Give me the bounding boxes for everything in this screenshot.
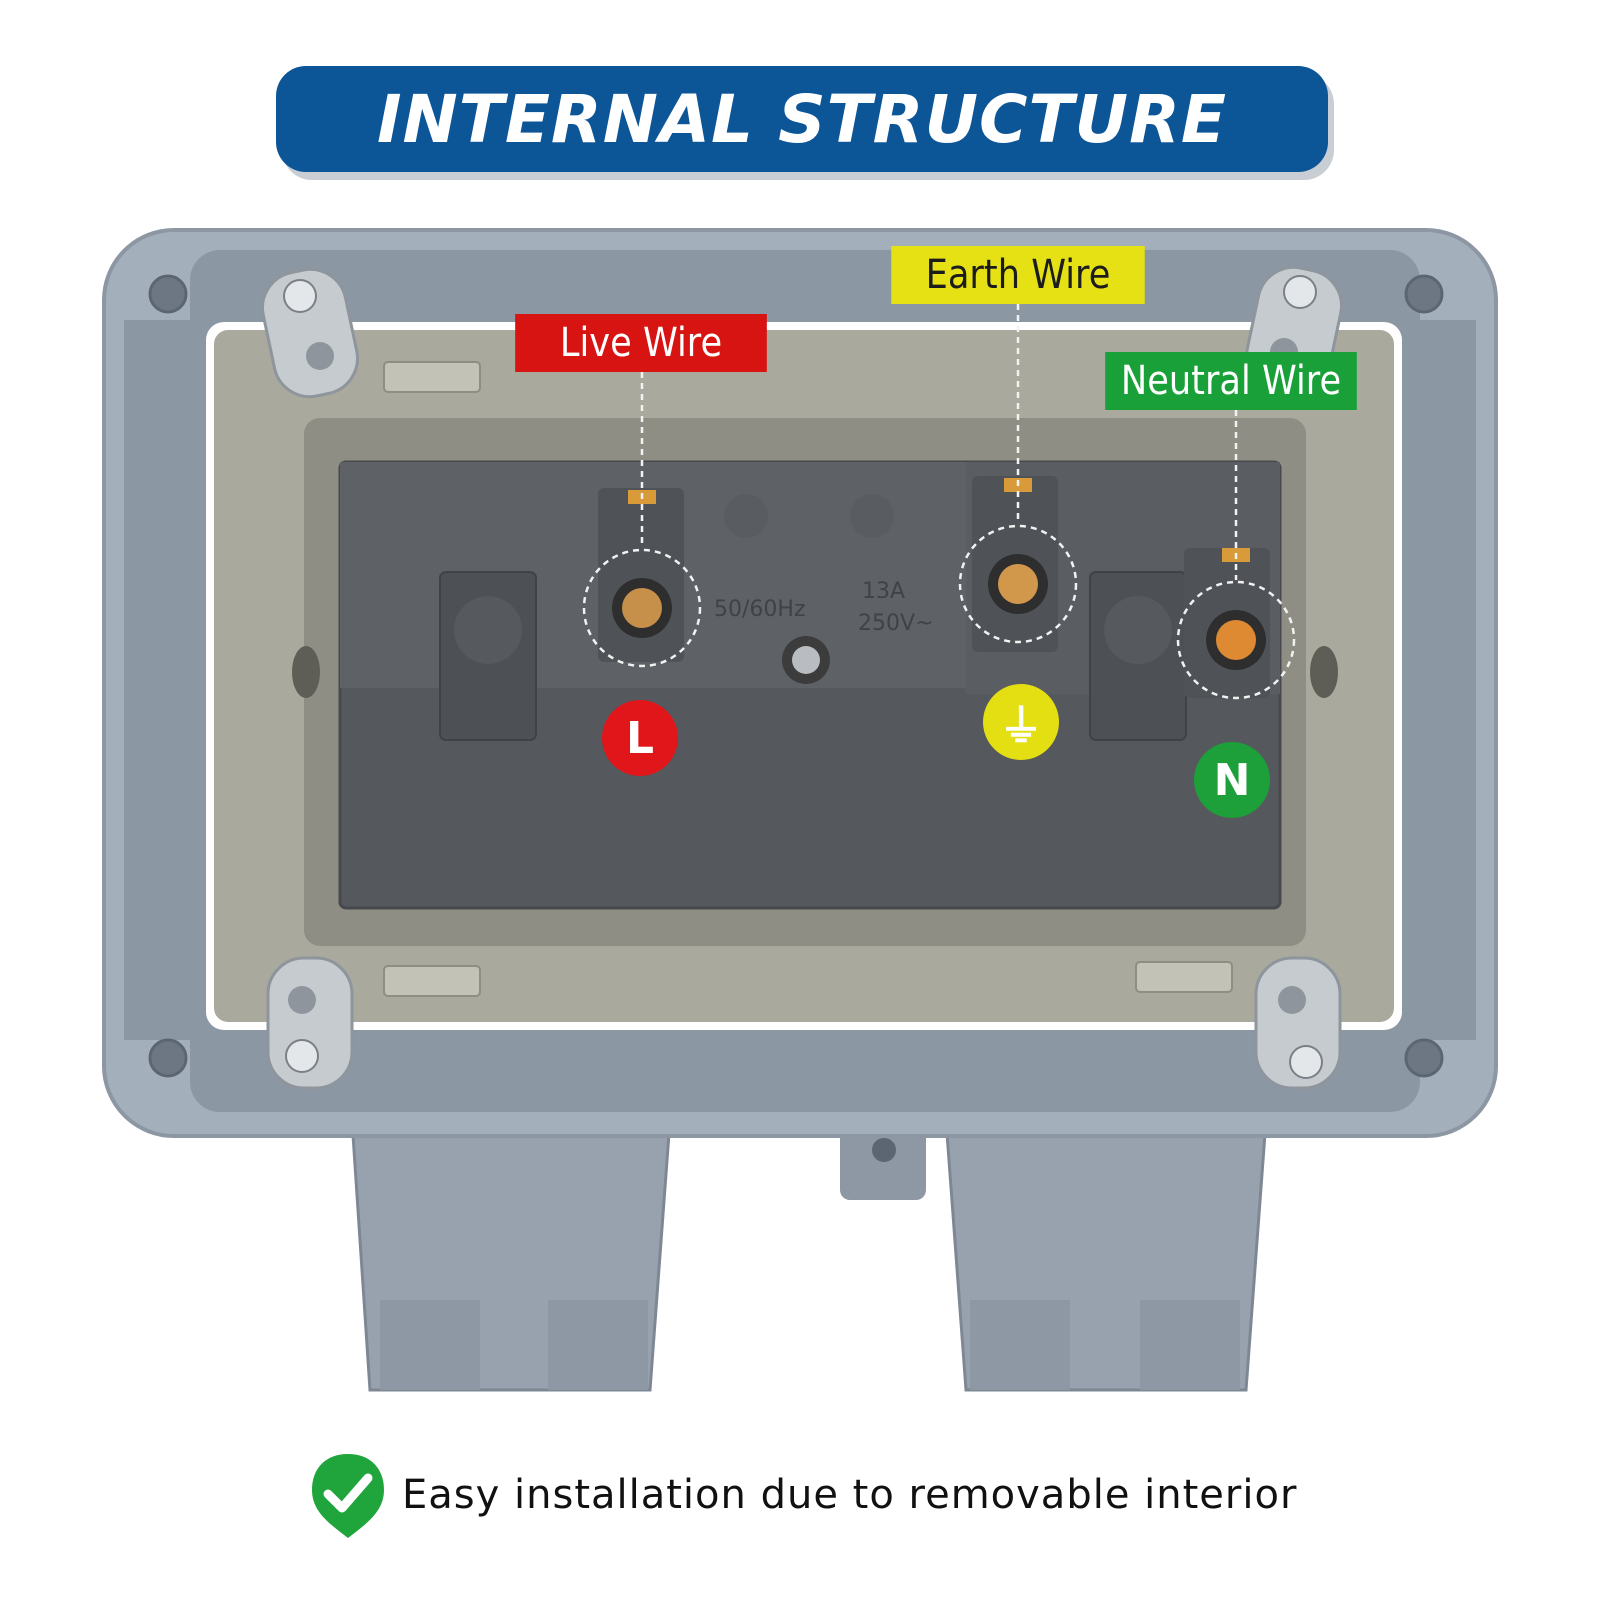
bottom-flaps [350, 1118, 1268, 1392]
neutral-terminal-badge: N [1194, 742, 1270, 818]
live-terminal-badge: L [602, 700, 678, 776]
marking-voltage: 250V~ [858, 611, 933, 636]
earth-wire-label: Earth Wire [891, 246, 1145, 304]
neutral-terminal-letter: N [1213, 754, 1251, 806]
live-wire-label-text: Live Wire [559, 320, 723, 366]
marking-frequency: 50/60Hz [714, 597, 806, 622]
page-title: INTERNAL STRUCTURE [377, 80, 1227, 158]
brass-terminals [612, 478, 1266, 670]
neutral-wire-label: Neutral Wire [1105, 352, 1357, 410]
check-icon [312, 1454, 384, 1538]
live-wire-label: Live Wire [515, 314, 767, 372]
neutral-wire-label-text: Neutral Wire [1120, 358, 1342, 404]
wire-guides [582, 304, 1296, 700]
earth-terminal-badge: ⏚ [983, 684, 1059, 760]
corner-holes [148, 274, 1444, 1078]
title-banner: INTERNAL STRUCTURE [276, 66, 1328, 172]
caption-text: Easy installation due to removable inter… [402, 1472, 1298, 1518]
earth-terminal-symbol: ⏚ [999, 701, 1043, 752]
marking-current: 13A [862, 579, 905, 604]
earth-wire-label-text: Earth Wire [925, 252, 1111, 298]
caption: Easy installation due to removable inter… [308, 1450, 1297, 1540]
live-terminal-letter: L [625, 712, 655, 764]
